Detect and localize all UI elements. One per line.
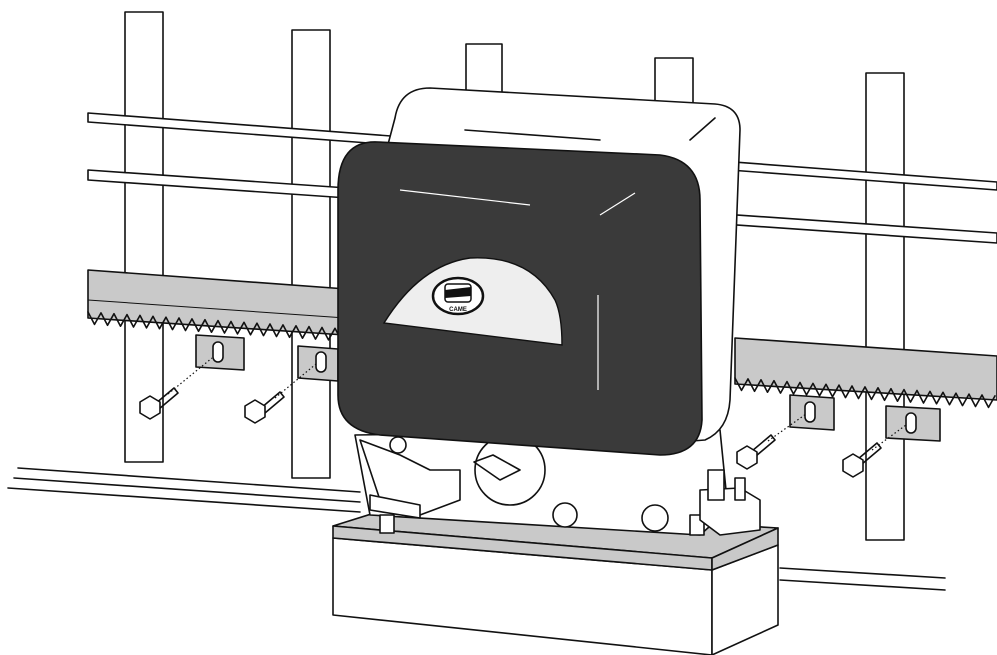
mounting-screws [139, 357, 907, 478]
rack-bracket [195, 334, 245, 371]
rack-bracket [789, 394, 835, 431]
brand-logo-text: CAME [449, 307, 467, 313]
screw [244, 363, 317, 424]
rack-teeth [734, 377, 996, 409]
rack-body [734, 337, 997, 401]
rack-teeth [87, 311, 349, 342]
screw [139, 357, 213, 420]
gate-picket [124, 11, 164, 463]
gate-picket [291, 29, 331, 479]
gear-rack-right [734, 337, 997, 409]
operator-front-cover: CAME [337, 141, 703, 456]
screw [736, 413, 807, 470]
rack-bracket [885, 405, 941, 442]
brand-logo: CAME [431, 276, 485, 316]
motor-gearbox [354, 429, 761, 536]
rack-bracket [297, 345, 339, 382]
screw [842, 424, 907, 478]
rack-brackets [195, 334, 941, 442]
ground-track [7, 467, 946, 591]
gate-picket [865, 72, 905, 541]
